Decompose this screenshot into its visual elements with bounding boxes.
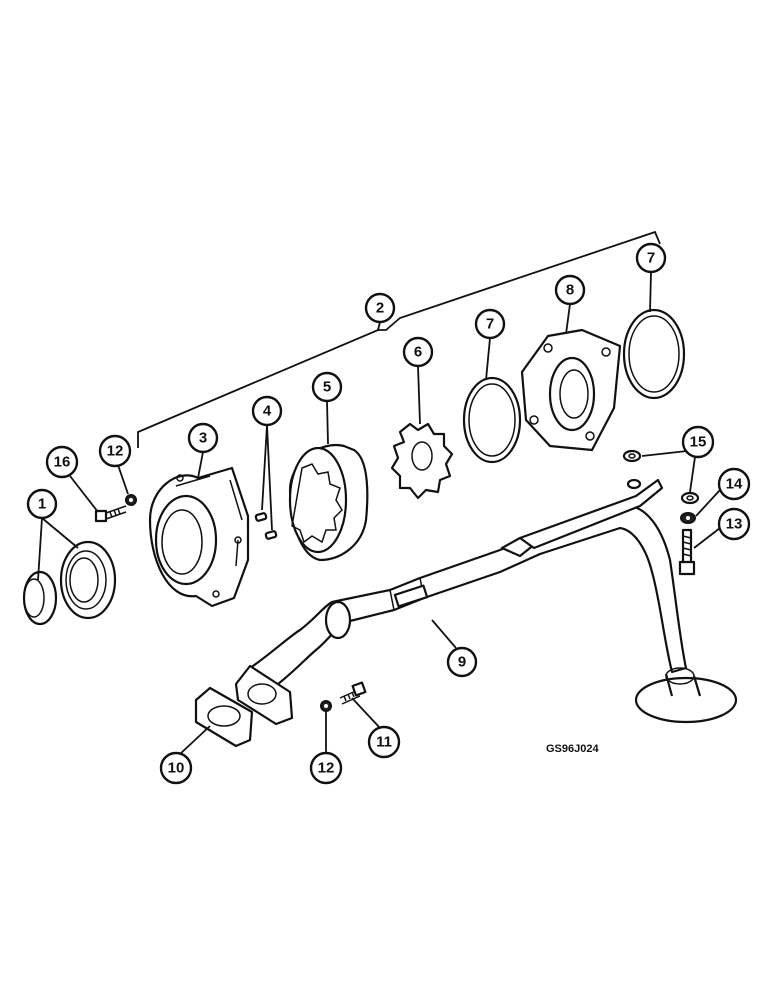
oil-pickup-tube-part <box>248 478 738 724</box>
gasket-part <box>194 686 254 748</box>
callout-9: 9 <box>446 646 478 678</box>
callout-10: 10 <box>159 751 193 785</box>
pump-body-part <box>148 466 250 608</box>
bolt-part <box>94 494 137 523</box>
callout-6: 6 <box>402 336 434 368</box>
svg-text:12: 12 <box>107 443 124 460</box>
figure-code: GS96J024 <box>546 743 599 755</box>
svg-text:2: 2 <box>376 300 384 317</box>
callout-12a: 12 <box>98 434 132 468</box>
callout-15: 15 <box>681 425 715 459</box>
svg-text:13: 13 <box>726 516 743 533</box>
svg-text:5: 5 <box>323 379 331 396</box>
cover-plate-part <box>520 328 622 452</box>
svg-text:6: 6 <box>414 344 422 361</box>
leader-lines <box>37 271 721 755</box>
seal-ring-part <box>22 540 117 626</box>
svg-text:3: 3 <box>199 430 207 447</box>
svg-text:16: 16 <box>54 454 71 471</box>
callout-14: 14 <box>717 467 751 501</box>
svg-text:12: 12 <box>318 760 335 777</box>
flange-bolt-part <box>320 681 367 712</box>
callout-16: 16 <box>45 445 79 479</box>
inner-rotor-gear-part <box>390 422 454 500</box>
svg-text:8: 8 <box>566 282 574 299</box>
svg-text:9: 9 <box>458 654 466 671</box>
callout-5: 5 <box>311 371 343 403</box>
svg-text:7: 7 <box>486 316 494 333</box>
callout-11: 11 <box>367 725 401 759</box>
callout-4: 4 <box>251 395 283 427</box>
washer-part <box>622 449 700 505</box>
callout-7a: 7 <box>474 308 506 340</box>
tube-flange-part <box>234 664 294 726</box>
bracket-bolt-part <box>678 528 696 576</box>
callout-1: 1 <box>26 488 58 520</box>
callout-3: 3 <box>187 422 219 454</box>
callout-2: 2 <box>364 292 396 324</box>
assembly-bracket <box>137 230 661 448</box>
callout-7b: 7 <box>635 242 667 274</box>
callout-12b: 12 <box>309 751 343 785</box>
svg-text:4: 4 <box>263 403 272 420</box>
dowel-pin-part <box>254 512 278 540</box>
svg-text:7: 7 <box>647 250 655 267</box>
svg-text:14: 14 <box>726 476 743 493</box>
outer-rotor-part <box>288 443 369 562</box>
callout-13: 13 <box>717 507 751 541</box>
o-ring-part-a <box>462 376 522 464</box>
lock-washer-part <box>680 512 696 524</box>
callout-8: 8 <box>554 274 586 306</box>
svg-text:11: 11 <box>376 734 392 751</box>
svg-text:10: 10 <box>168 760 185 777</box>
svg-text:15: 15 <box>690 434 707 451</box>
o-ring-part-b <box>622 308 686 400</box>
svg-text:1: 1 <box>38 496 46 513</box>
